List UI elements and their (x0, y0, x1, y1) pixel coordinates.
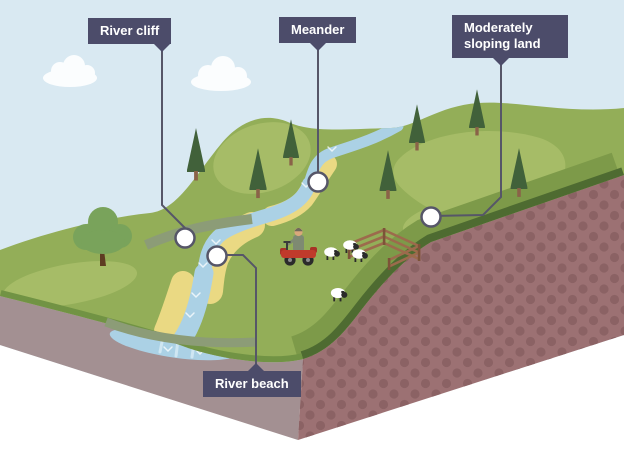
cloud (43, 55, 97, 87)
cliff-dot-pattern (298, 175, 624, 440)
callout-meander-text: Meander (291, 22, 345, 37)
callout-river-cliff-text: River cliff (100, 23, 160, 38)
cliff-face (298, 175, 624, 440)
callout-pointer (247, 363, 265, 372)
callout-line-moderately-sloping-land (430, 60, 502, 217)
broadleaf-tree (73, 207, 132, 266)
marker-river-beach[interactable] (206, 245, 228, 267)
callout-river-beach: River beach (203, 363, 301, 398)
marker-river-cliff[interactable] (174, 227, 196, 249)
river-cliff-overhang (143, 214, 253, 250)
cloud (191, 56, 251, 91)
callout-pointer (492, 56, 510, 66)
callout-moderately-sloping-land: Moderately sloping land (452, 15, 568, 66)
callout-river-beach-text: River beach (215, 376, 289, 391)
callout-line-river-beach (226, 254, 257, 366)
foreground-white (0, 335, 624, 451)
marker-moderately-sloping-land[interactable] (420, 206, 442, 228)
pool-overhang (104, 317, 257, 348)
grass-highlight (2, 261, 138, 307)
callout-pointer (153, 43, 171, 53)
callout-pointer (309, 42, 327, 52)
sand-beach-lower (154, 271, 195, 343)
marker-meander[interactable] (307, 171, 329, 193)
callout-line-river-cliff (161, 46, 186, 229)
callout-moderately-sloping-land-text: Moderately sloping land (464, 20, 541, 52)
slope-face (0, 296, 303, 440)
quad-bike-rider (280, 227, 317, 266)
callout-meander: Meander (279, 17, 357, 52)
grass-highlight (213, 122, 311, 194)
callout-river-cliff: River cliff (88, 18, 172, 53)
